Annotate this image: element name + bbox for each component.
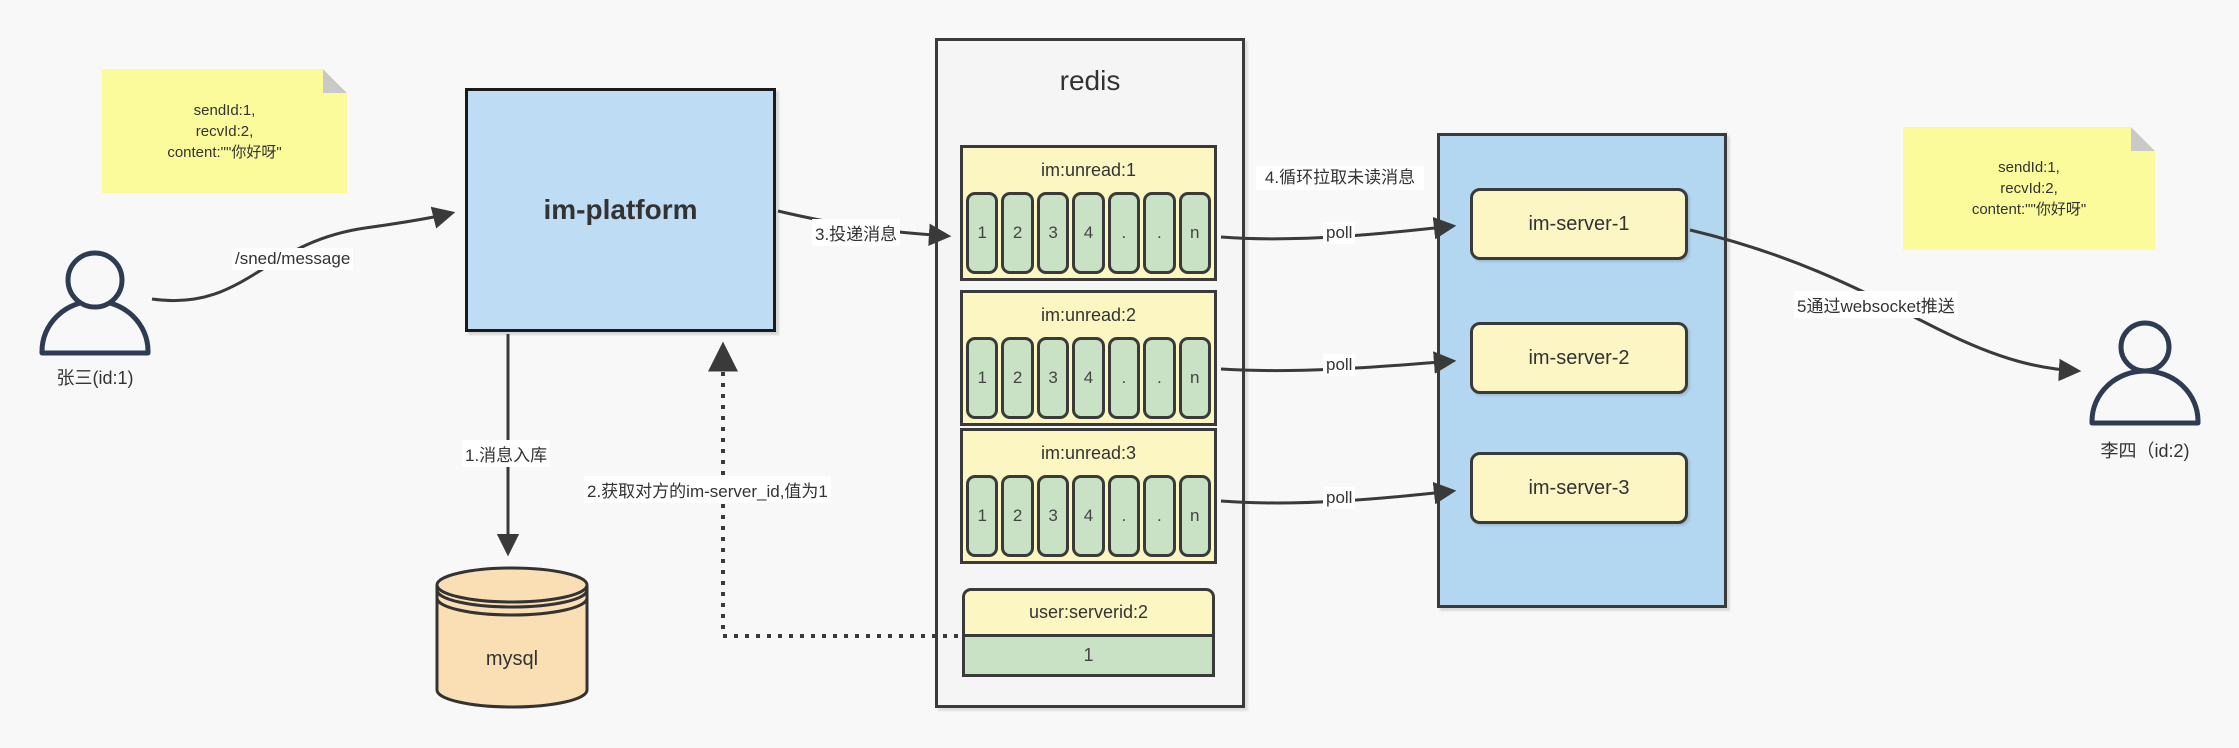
- user-serverid-mapping: user:serverid:2 1: [962, 588, 1215, 677]
- queue-cell: .: [1107, 475, 1141, 557]
- edge-label-step5: 5通过websocket推送: [1794, 291, 1958, 318]
- queue-cells: 1 2 3 4 . . n: [963, 337, 1214, 423]
- queue-cell: 2: [1001, 475, 1034, 557]
- queue-cell: 2: [1001, 337, 1034, 419]
- user-icon-receiver: [2089, 320, 2201, 426]
- redis-queue-3: im:unread:3 1 2 3 4 . . n: [960, 428, 1217, 564]
- edge-label-poll-1: poll: [1323, 222, 1356, 244]
- queue-cell: 1: [966, 475, 999, 557]
- note-line: sendId:1,: [193, 101, 256, 119]
- queue-cell: 3: [1036, 192, 1070, 274]
- redis-title: redis: [1059, 65, 1121, 96]
- edge-label-poll-3: poll: [1323, 487, 1356, 509]
- queue-header: im:unread:3: [1040, 442, 1137, 463]
- user-icon-sender: [39, 250, 151, 356]
- edge-label-poll-2: poll: [1323, 354, 1356, 376]
- note-line: content:""你好呀": [167, 143, 282, 161]
- queue-cell: 2: [1001, 192, 1034, 274]
- queue-cell: n: [1178, 475, 1211, 557]
- edge-label-step2: 2.获取对方的im-server_id,值为1: [584, 476, 831, 503]
- sticky-note-right: sendId:1, recvId:2, content:""你好呀": [1903, 127, 2155, 250]
- edge-label-step1: 1.消息入库: [462, 440, 551, 467]
- queue-cell: .: [1107, 192, 1141, 274]
- queue-cell: .: [1143, 192, 1176, 274]
- mysql-database-icon: [435, 566, 589, 709]
- note-line: sendId:1,: [1998, 159, 2060, 176]
- sender-label: 张三(id:1): [56, 368, 134, 388]
- queue-cell: 4: [1072, 192, 1105, 274]
- queue-cell: .: [1107, 337, 1141, 419]
- im-server-label: im-server-2: [1528, 346, 1630, 369]
- queue-header: im:unread:2: [1040, 304, 1137, 325]
- mapping-value: 1: [965, 634, 1212, 674]
- queue-cell: 4: [1072, 475, 1105, 557]
- note-line: content:""你好呀": [1971, 201, 2087, 218]
- queue-header: im:unread:1: [1040, 159, 1137, 180]
- queue-cell: .: [1143, 475, 1176, 557]
- edge-label-send: /sned/message: [232, 248, 354, 270]
- im-server-1-node: im-server-1: [1470, 188, 1688, 260]
- queue-cell: n: [1178, 192, 1211, 274]
- redis-queue-2: im:unread:2 1 2 3 4 . . n: [960, 290, 1217, 426]
- im-server-2-node: im-server-2: [1470, 322, 1688, 394]
- note-fold-icon: [323, 69, 347, 93]
- mysql-label: mysql: [485, 648, 539, 670]
- im-platform-label: im-platform: [543, 194, 698, 225]
- queue-cell: 4: [1072, 337, 1105, 419]
- note-fold-icon: [2131, 127, 2155, 151]
- queue-cell: 1: [966, 192, 999, 274]
- queue-cells: 1 2 3 4 . . n: [963, 475, 1214, 561]
- im-server-label: im-server-3: [1528, 476, 1630, 499]
- edge-label-step4: 4.循环拉取未读消息: [1256, 166, 1424, 191]
- queue-cells: 1 2 3 4 . . n: [963, 192, 1214, 278]
- note-line: recvId:2,: [195, 122, 254, 140]
- queue-cell: n: [1178, 337, 1211, 419]
- edge-label-step3: 3.投递消息: [812, 219, 901, 246]
- queue-cell: 3: [1036, 475, 1070, 557]
- queue-cell: 3: [1036, 337, 1070, 419]
- redis-queue-1: im:unread:1 1 2 3 4 . . n: [960, 145, 1217, 281]
- im-server-3-node: im-server-3: [1470, 452, 1688, 524]
- im-platform-node: im-platform: [465, 88, 776, 332]
- im-server-label: im-server-1: [1528, 212, 1630, 235]
- mapping-key: user:serverid:2: [1028, 602, 1149, 622]
- note-line: recvId:2,: [2000, 180, 2058, 197]
- queue-cell: 1: [966, 337, 999, 419]
- sticky-note-left: sendId:1, recvId:2, content:""你好呀": [102, 69, 347, 193]
- queue-cell: .: [1143, 337, 1176, 419]
- receiver-label: 李四（id:2): [2100, 441, 2190, 461]
